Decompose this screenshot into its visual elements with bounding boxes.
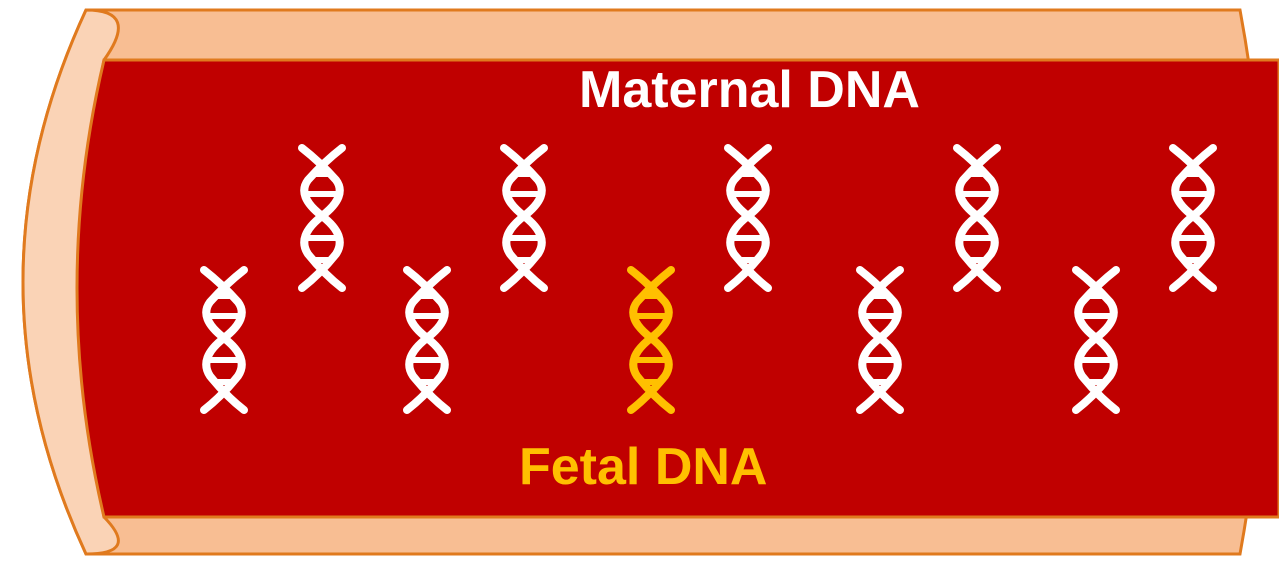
maternal-dna-label: Maternal DNA bbox=[579, 64, 920, 116]
fetal-dna-label: Fetal DNA bbox=[519, 441, 767, 493]
